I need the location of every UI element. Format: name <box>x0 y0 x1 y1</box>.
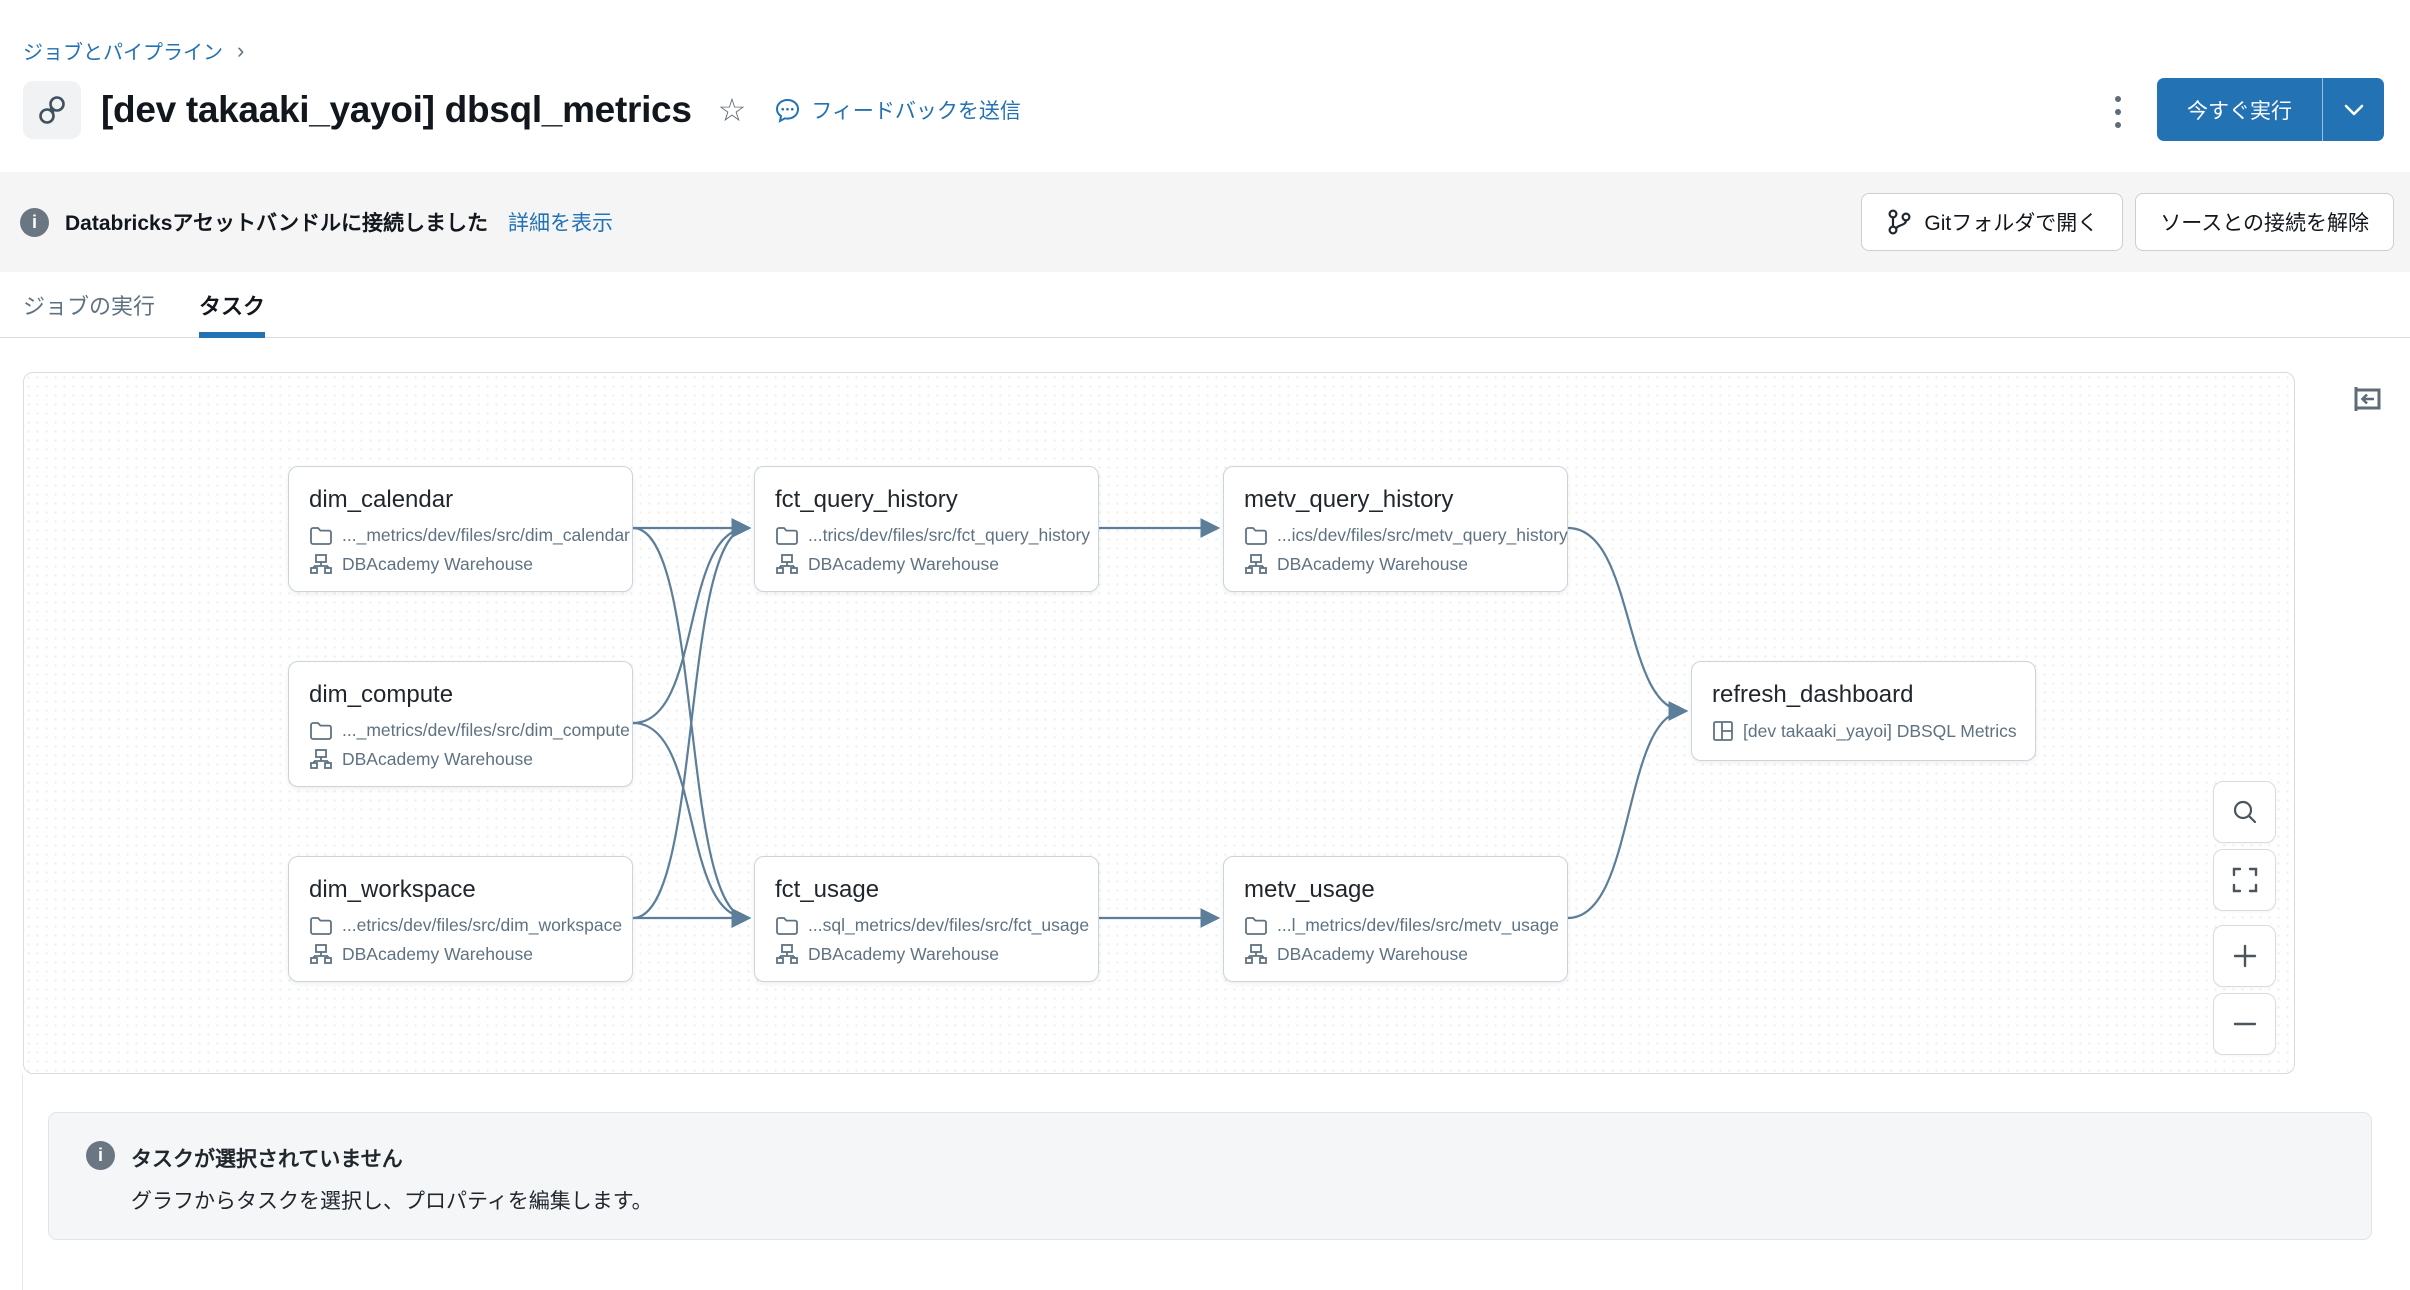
task-name: dim_workspace <box>309 876 476 903</box>
folder-icon <box>310 721 332 740</box>
task-node-dim-workspace[interactable]: dim_workspace ...etrics/dev/files/src/di… <box>288 856 633 982</box>
tab-job-runs[interactable]: ジョブの実行 <box>23 293 156 319</box>
task-compute: DBAcademy Warehouse <box>342 943 533 964</box>
warehouse-icon <box>310 749 332 769</box>
info-icon: i <box>86 1141 115 1170</box>
collapse-panel-button[interactable] <box>2349 381 2385 417</box>
dashboard-icon <box>1713 721 1733 741</box>
zoom-out-button[interactable] <box>2213 993 2276 1055</box>
job-workflow-icon <box>23 81 81 139</box>
fit-to-screen-icon <box>2232 867 2257 893</box>
chevron-right-icon: › <box>237 37 245 63</box>
task-name: refresh_dashboard <box>1712 681 1914 708</box>
git-branch-icon <box>1888 209 1911 235</box>
empty-state-description: グラフからタスクを選択し、プロパティを編集します。 <box>131 1190 653 1213</box>
disconnect-source-label: ソースとの接続を解除 <box>2160 212 2369 235</box>
canvas-search-button[interactable] <box>2213 781 2276 843</box>
open-in-git-folder-button[interactable]: Gitフォルダで開く <box>1861 193 2124 251</box>
show-details-link[interactable]: 詳細を表示 <box>508 212 614 235</box>
task-path: ...sql_metrics/dev/files/src/fct_usage <box>808 915 1090 935</box>
task-path: ...ics/dev/files/src/metv_query_history <box>1277 525 1568 545</box>
panel-divider <box>22 1074 23 1290</box>
task-name: fct_usage <box>775 876 880 903</box>
open-in-git-folder-label: Gitフォルダで開く <box>1924 212 2099 235</box>
warehouse-icon <box>310 944 332 964</box>
task-compute: DBAcademy Warehouse <box>1277 553 1468 574</box>
send-feedback-label: フィードバックを送信 <box>811 100 1021 123</box>
info-icon: i <box>20 207 49 237</box>
fit-to-screen-button[interactable] <box>2213 849 2276 911</box>
plus-icon <box>2233 944 2256 968</box>
warehouse-icon <box>776 554 798 574</box>
dag-edges <box>632 518 1689 928</box>
warehouse-icon <box>310 554 332 574</box>
title-row: [dev takaaki_yayoi] dbsql_metrics ☆ フィード… <box>23 78 1021 142</box>
zoom-in-button[interactable] <box>2213 925 2276 987</box>
task-compute: DBAcademy Warehouse <box>342 553 533 574</box>
task-node-metv-usage[interactable]: metv_usage ...l_metrics/dev/files/src/me… <box>1223 856 1568 982</box>
disconnect-source-button[interactable]: ソースとの接続を解除 <box>2135 193 2394 251</box>
task-path: ..._metrics/dev/files/src/dim_calendar <box>342 525 630 545</box>
page-title: [dev takaaki_yayoi] dbsql_metrics <box>101 89 692 130</box>
task-compute: DBAcademy Warehouse <box>342 748 533 769</box>
tab-bar: ジョブの実行 タスク <box>0 272 2410 338</box>
breadcrumb-jobs-link[interactable]: ジョブとパイプライン <box>23 42 223 64</box>
task-detail: [dev takaaki_yayoi] DBSQL Metrics <box>1743 720 2017 741</box>
warehouse-icon <box>1245 944 1267 964</box>
task-node-fct-query-history[interactable]: fct_query_history ...trics/dev/files/src… <box>754 466 1099 592</box>
folder-icon <box>310 916 332 935</box>
dag-canvas[interactable]: dim_calendar ..._metrics/dev/files/src/d… <box>23 372 2295 1074</box>
run-options-chevron-button[interactable] <box>2322 78 2384 141</box>
tab-tasks[interactable]: タスク <box>199 272 266 338</box>
empty-state-title: タスクが選択されていません <box>131 1148 403 1171</box>
task-compute: DBAcademy Warehouse <box>1277 943 1468 964</box>
panel-collapse-left-icon <box>2354 387 2381 411</box>
run-now-button[interactable]: 今すぐ実行 <box>2157 78 2322 141</box>
warehouse-icon <box>776 944 798 964</box>
task-node-dim-calendar[interactable]: dim_calendar ..._metrics/dev/files/src/d… <box>288 466 633 592</box>
task-compute: DBAcademy Warehouse <box>808 553 999 574</box>
folder-icon <box>776 916 798 935</box>
task-name: metv_usage <box>1244 876 1375 903</box>
feedback-bubble-icon <box>776 98 800 123</box>
task-name: metv_query_history <box>1244 486 1454 513</box>
task-node-refresh-dashboard[interactable]: refresh_dashboard [dev takaaki_yayoi] DB… <box>1691 661 2036 761</box>
task-compute: DBAcademy Warehouse <box>808 943 999 964</box>
task-node-metv-query-history[interactable]: metv_query_history ...ics/dev/files/src/… <box>1223 466 1568 592</box>
chevron-down-icon <box>2344 104 2363 115</box>
asset-bundle-banner: i Databricksアセットバンドルに接続しました 詳細を表示 Gitフォル… <box>0 172 2410 272</box>
task-path: ..._metrics/dev/files/src/dim_compute <box>342 720 630 740</box>
kebab-menu-button[interactable] <box>2098 90 2138 134</box>
task-path: ...trics/dev/files/src/fct_query_history <box>808 525 1091 545</box>
task-path: ...l_metrics/dev/files/src/metv_usage <box>1277 915 1560 935</box>
run-now-split-button: 今すぐ実行 <box>2157 78 2384 141</box>
task-name: dim_compute <box>309 681 454 708</box>
breadcrumb: ジョブとパイプライン › <box>23 36 244 65</box>
minus-icon <box>2233 1022 2256 1026</box>
warehouse-icon <box>1245 554 1267 574</box>
folder-icon <box>1245 916 1267 935</box>
task-name: fct_query_history <box>775 486 958 513</box>
search-icon <box>2233 800 2256 824</box>
banner-message: Databricksアセットバンドルに接続しました <box>65 212 489 235</box>
folder-icon <box>776 526 798 545</box>
folder-icon <box>1245 526 1267 545</box>
task-node-fct-usage[interactable]: fct_usage ...sql_metrics/dev/files/src/f… <box>754 856 1099 982</box>
task-name: dim_calendar <box>309 486 454 513</box>
folder-icon <box>310 526 332 545</box>
send-feedback-link[interactable]: フィードバックを送信 <box>774 95 1021 125</box>
task-path: ...etrics/dev/files/src/dim_workspace <box>342 915 623 935</box>
task-node-dim-compute[interactable]: dim_compute ..._metrics/dev/files/src/di… <box>288 661 633 787</box>
task-properties-empty-panel: i タスクが選択されていません グラフからタスクを選択し、プロパティを編集します… <box>48 1112 2372 1240</box>
favorite-star-icon[interactable]: ☆ <box>717 92 747 128</box>
